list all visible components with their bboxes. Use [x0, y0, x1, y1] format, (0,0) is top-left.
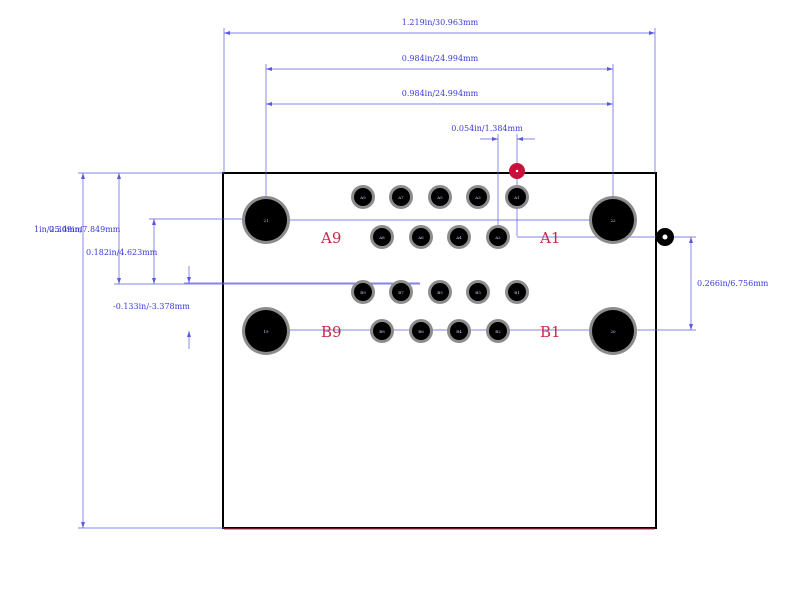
svg-text:B4: B4 — [456, 329, 462, 334]
mount-hole-bottom-left: 19 — [242, 307, 290, 355]
pad-b3: B3 — [466, 280, 490, 304]
dim-overall-width: 1.219in/30.963mm — [223, 18, 656, 173]
svg-text:A4: A4 — [455, 235, 462, 240]
svg-text:A7: A7 — [397, 195, 404, 200]
pad-b2: B2 — [486, 319, 510, 343]
dim-overlap-label-b: 0.309in/7.849mm — [49, 225, 121, 234]
svg-text:A2: A2 — [494, 235, 501, 240]
pad-a4: A4 — [447, 225, 471, 249]
dim-row-spacing-label: 0.266in/6.756mm — [697, 279, 769, 288]
pad-a7: A7 — [389, 185, 413, 209]
svg-text:A6: A6 — [417, 235, 424, 240]
pad-b1: B1 — [505, 280, 529, 304]
dim-outer-pitch-2-label: 0.984in/24.994mm — [402, 89, 479, 98]
pad-a9: A9 — [351, 185, 375, 209]
pad-b5: B5 — [428, 280, 452, 304]
svg-text:B1: B1 — [514, 290, 519, 295]
mount-hole-bottom-right: 20 — [589, 307, 637, 355]
dim-pin-pitch: 0.054in/1.384mm — [451, 124, 535, 236]
svg-text:B3: B3 — [475, 290, 481, 295]
svg-text:21: 21 — [263, 218, 268, 223]
dim-negative-offset-label: -0.133in/-3.378mm — [113, 302, 190, 311]
svg-text:19: 19 — [263, 329, 269, 334]
row-label-a1: A1 — [539, 229, 560, 247]
pad-b6: B6 — [409, 319, 433, 343]
dim-row-offset-label: 0.182in/4.623mm — [86, 248, 158, 257]
svg-text:20: 20 — [610, 329, 616, 334]
svg-text:B8: B8 — [379, 329, 385, 334]
pad-b7: B7 — [389, 280, 413, 304]
svg-text:B5: B5 — [437, 290, 443, 295]
dim-outer-pitch-1-label: 0.984in/24.994mm — [402, 54, 479, 63]
board-outline — [222, 172, 657, 529]
row-label-b9: B9 — [321, 323, 342, 341]
pad-a5: A5 — [428, 185, 452, 209]
pad-a6: A6 — [409, 225, 433, 249]
svg-text:B6: B6 — [418, 329, 424, 334]
svg-text:A1: A1 — [513, 195, 519, 200]
svg-text:B9: B9 — [360, 290, 366, 295]
row-label-b1: B1 — [540, 323, 561, 341]
dim-pin-pitch-label: 0.054in/1.384mm — [451, 124, 523, 133]
dim-outer-pitch-1: 0.984in/24.994mm — [265, 54, 614, 220]
svg-text:A8: A8 — [378, 235, 385, 240]
svg-text:B2: B2 — [495, 329, 501, 334]
pad-b9: B9 — [351, 280, 375, 304]
pad-b8: B8 — [370, 319, 394, 343]
mount-hole-top-right: 22 — [589, 196, 637, 244]
svg-text:22: 22 — [610, 218, 616, 223]
dim-overlap-label-a: 1in/25.4mm — [34, 225, 83, 234]
dim-negative-offset: -0.133in/-3.378mm — [113, 266, 420, 349]
mount-hole-top-left: 21 — [242, 196, 290, 244]
dim-overall-width-label: 1.219in/30.963mm — [402, 18, 479, 27]
dim-outer-pitch-2: 0.984in/24.994mm — [266, 89, 613, 106]
svg-text:A5: A5 — [436, 195, 443, 200]
pad-a8: A8 — [370, 225, 394, 249]
origin-marker — [656, 228, 674, 246]
dim-full-height — [78, 172, 224, 529]
pad-b4: B4 — [447, 319, 471, 343]
svg-text:A9: A9 — [359, 195, 366, 200]
pad-a3: A3 — [466, 185, 490, 209]
svg-text:B7: B7 — [398, 290, 404, 295]
pin1-marker-center — [515, 169, 519, 173]
row-label-a9: A9 — [320, 229, 341, 247]
pad-a1: A1 — [505, 185, 529, 209]
svg-text:A3: A3 — [474, 195, 481, 200]
pad-a2: A2 — [486, 225, 510, 249]
